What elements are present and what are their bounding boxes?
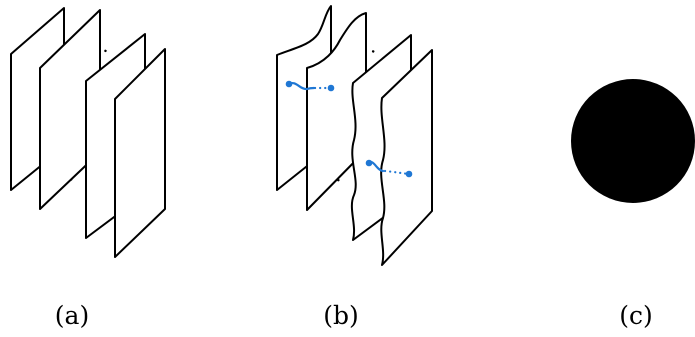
caption-a: (a) — [55, 301, 89, 330]
sheet-a-4 — [114, 48, 166, 258]
curved-sheet-b-4 — [380, 49, 433, 266]
path-upper-solid — [287, 82, 316, 91]
curved-sheet-b-2 — [306, 12, 367, 211]
path-lower-end-point — [405, 170, 413, 178]
caption-c: (c) — [619, 301, 653, 330]
path-lower-start-point — [365, 159, 373, 167]
filled-disc — [571, 79, 695, 203]
path-upper-end-point — [327, 84, 335, 92]
path-lower — [365, 159, 413, 178]
caption-b: (b) — [323, 301, 359, 330]
panel-c: (c) — [571, 79, 695, 330]
panel-a: (a) — [10, 7, 166, 330]
path-upper — [285, 80, 335, 92]
panel-b: (b) — [276, 5, 433, 330]
path-upper-start-point — [285, 80, 293, 88]
